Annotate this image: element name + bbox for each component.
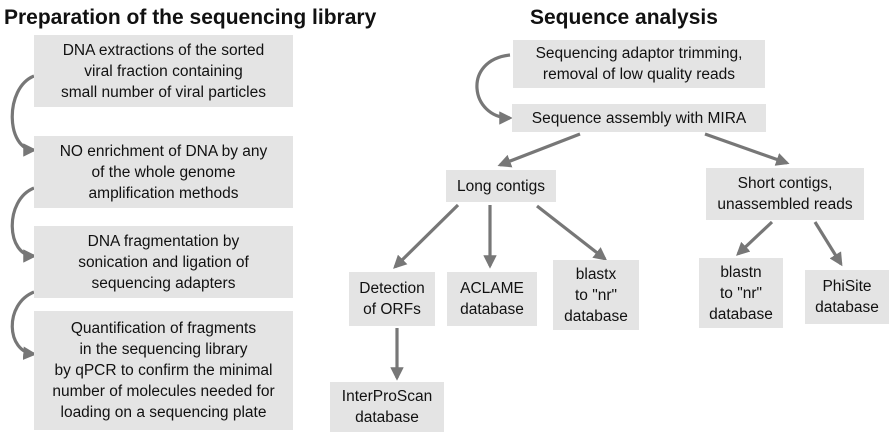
aclame-box: ACLAME database (447, 272, 537, 326)
interproscan-box: InterProScan database (330, 382, 444, 432)
trimming-box: Sequencing adaptor trimming, removal of … (513, 40, 765, 88)
long-contigs-box: Long contigs (446, 170, 556, 202)
arrow-step2-to-step3 (10, 186, 37, 263)
arrow-assembly-to-long (497, 132, 581, 168)
arrow-step1-to-step2 (10, 74, 37, 157)
orfs-box: Detection of ORFs (349, 272, 435, 326)
arrow-long-to-orfs (393, 203, 460, 269)
library-step-no-enrichment: NO enrichment of DNA by any of the whole… (34, 136, 293, 208)
arrow-assembly-to-short (704, 132, 790, 166)
blastn-box: blastn to "nr" database (699, 258, 783, 328)
library-step-quantification: Quantification of fragments in the seque… (34, 311, 293, 430)
blastx-box: blastx to "nr" database (553, 260, 639, 330)
arrow-trimming-to-assembly (475, 53, 513, 125)
library-step-extraction: DNA extractions of the sorted viral frac… (34, 35, 293, 107)
arrow-step3-to-step4 (10, 290, 37, 360)
short-contigs-box: Short contigs, unassembled reads (706, 168, 864, 220)
phisite-box: PhiSite database (805, 270, 889, 324)
arrow-short-to-blastn (736, 220, 774, 256)
arrow-long-to-blastx (536, 204, 608, 261)
library-heading: Preparation of the sequencing library (4, 6, 377, 29)
library-step-fragmentation: DNA fragmentation by sonication and liga… (34, 226, 293, 298)
analysis-heading: Sequence analysis (530, 6, 718, 29)
assembly-box: Sequence assembly with MIRA (512, 104, 766, 132)
arrow-short-to-phisite (813, 221, 843, 267)
